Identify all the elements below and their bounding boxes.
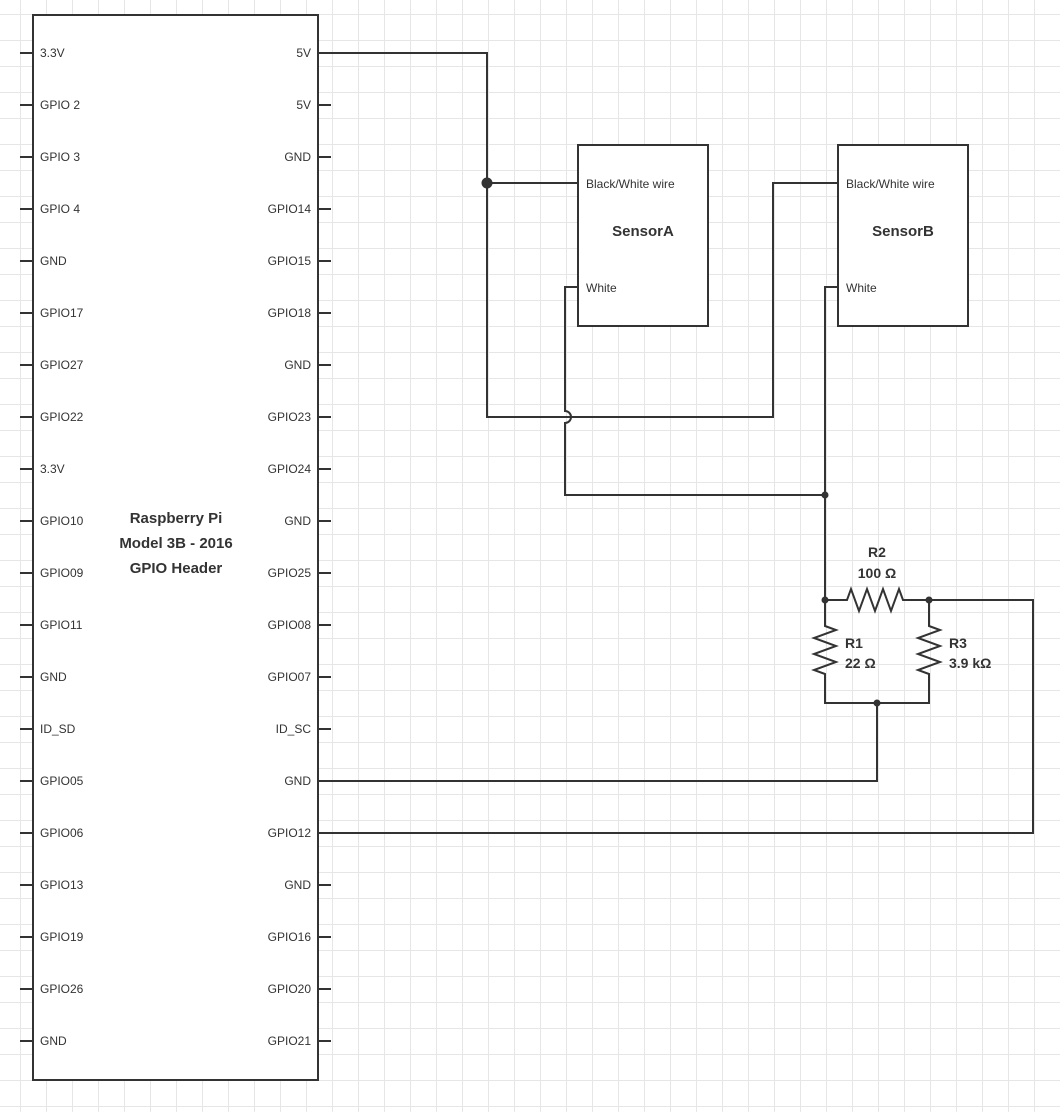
- sensor-b-body: [837, 144, 969, 327]
- wire-to-gpio12: [318, 599, 1034, 834]
- r2-name: R2: [868, 544, 886, 560]
- r2-value: 100 Ω: [858, 565, 896, 581]
- left-pin-label: GPIO 4: [40, 202, 80, 216]
- header-body: [32, 14, 319, 1081]
- left-pin-label: GPIO 2: [40, 98, 80, 112]
- right-pin-label: 5V: [296, 46, 311, 60]
- right-pin-label: GND: [284, 878, 311, 892]
- right-pin-label: GPIO14: [268, 202, 312, 216]
- right-pin-column: 5V5VGNDGPIO14GPIO15GPIO18GNDGPIO23GPIO24…: [268, 46, 331, 1048]
- left-pin-label: GPIO17: [40, 306, 84, 320]
- left-pin-label: 3.3V: [40, 462, 65, 476]
- right-pin-label: GPIO24: [268, 462, 312, 476]
- right-pin-label: GPIO15: [268, 254, 312, 268]
- right-pin-label: GPIO18: [268, 306, 312, 320]
- board-title-line-2: Model 3B - 2016: [119, 535, 232, 552]
- wire-sensor-a-white: [564, 286, 825, 496]
- left-pin-label: GPIO27: [40, 358, 84, 372]
- board-title-line-3: GPIO Header: [130, 560, 223, 577]
- wire-5v-to-sensors: [318, 52, 838, 418]
- left-pin-label: GND: [40, 1034, 67, 1048]
- right-pin-label: 5V: [296, 98, 311, 112]
- left-pin-label: ID_SD: [40, 722, 76, 736]
- junction-dot: [925, 596, 933, 604]
- right-pin-label: GPIO21: [268, 1034, 312, 1048]
- left-pin-label: GPIO11: [40, 618, 83, 632]
- r3-zigzag: [915, 622, 943, 682]
- right-pin-label: ID_SC: [276, 722, 312, 736]
- junction-dot-large: [481, 177, 493, 189]
- r1-name: R1: [845, 635, 863, 651]
- right-pin-label: GND: [284, 358, 311, 372]
- left-pin-label: GND: [40, 670, 67, 684]
- r1-zigzag: [811, 622, 839, 682]
- left-pin-column: 3.3V GPIO 2 GPIO 3 GPIO 4 GND GPIO17GPIO27GPI…: [20, 46, 84, 1048]
- left-pin-label: GPIO 3: [40, 150, 80, 164]
- right-pin-label: GND: [284, 150, 311, 164]
- sensor-a: Black/White wire SensorA White: [577, 144, 709, 327]
- r2-zigzag: [825, 586, 929, 614]
- left-pin-label: GPIO13: [40, 878, 84, 892]
- left-pin-label: GPIO10: [40, 514, 84, 528]
- sensor-b-pin-bottom-label: White: [846, 281, 877, 295]
- right-pin-label: GND: [284, 774, 311, 788]
- sensor-a-pin-bottom-label: White: [586, 281, 617, 295]
- left-pin-label: GPIO22: [40, 410, 84, 424]
- left-pin-label: GPIO26: [40, 982, 84, 996]
- sensor-b-pin-top-label: Black/White wire: [846, 177, 935, 191]
- junctions: [481, 177, 933, 707]
- resistor-r2: R2 100 Ω: [825, 544, 929, 614]
- right-pin-label: GPIO25: [268, 566, 312, 580]
- sensor-a-pin-top-label: Black/White wire: [586, 177, 675, 191]
- wire-to-gnd: [318, 703, 878, 782]
- left-pin-label: GPIO06: [40, 826, 84, 840]
- right-pin-label: GPIO12: [268, 826, 312, 840]
- left-pin-label: GPIO05: [40, 774, 84, 788]
- left-pin-label: GPIO19: [40, 930, 84, 944]
- right-pin-label: GPIO16: [268, 930, 312, 944]
- junction-dot: [821, 596, 829, 604]
- sensor-b: Black/White wire SensorB White: [837, 144, 969, 327]
- right-pin-label: GND: [284, 514, 311, 528]
- junction-dot: [821, 491, 829, 499]
- resistor-r3: R3 3.9 kΩ: [915, 622, 991, 682]
- wire-sensor-b-white: [824, 286, 838, 600]
- r1-value: 22 Ω: [845, 655, 876, 671]
- right-pin-label: GPIO08: [268, 618, 312, 632]
- board-title-line-1: Raspberry Pi: [130, 510, 223, 527]
- sensor-a-body: [577, 144, 709, 327]
- left-pin-label: GND: [40, 254, 67, 268]
- right-pin-label: GPIO07: [268, 670, 312, 684]
- resistor-r1: R1 22 Ω: [811, 622, 876, 682]
- r3-name: R3: [949, 635, 967, 651]
- sensor-b-title: SensorB: [872, 223, 934, 240]
- right-pin-label: GPIO20: [268, 982, 312, 996]
- left-pin-label: 3.3V: [40, 46, 65, 60]
- r3-value: 3.9 kΩ: [949, 655, 991, 671]
- junction-dot: [873, 699, 881, 707]
- sensor-a-title: SensorA: [612, 223, 674, 240]
- right-pin-label: GPIO23: [268, 410, 312, 424]
- left-pin-label: GPIO09: [40, 566, 84, 580]
